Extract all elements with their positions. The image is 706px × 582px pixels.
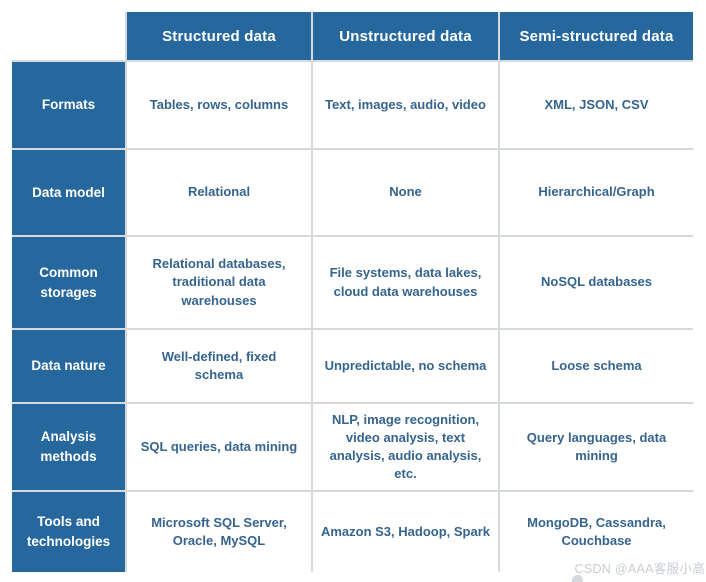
table-cell: Hierarchical/Graph — [500, 150, 693, 235]
table-cell: SQL queries, data mining — [127, 404, 311, 490]
table-cell: MongoDB, Cassandra, Couchbase — [500, 492, 693, 572]
table-cell: Well-defined, fixed schema — [127, 330, 311, 402]
watermark-logo-dot — [572, 575, 583, 582]
table-cell: Amazon S3, Hadoop, Spark — [313, 492, 498, 572]
row-header-data-model: Data model — [12, 150, 125, 235]
column-header-semi-structured-data: Semi-structured data — [500, 12, 693, 60]
table-cell: NLP, image recognition, video analysis, … — [313, 404, 498, 490]
table-cell: Relational databases, traditional data w… — [127, 237, 311, 328]
table-cell: Query languages, data mining — [500, 404, 693, 490]
column-header-unstructured-data: Unstructured data — [313, 12, 498, 60]
table-cell: Unpredictable, no schema — [313, 330, 498, 402]
table-cell: Microsoft SQL Server, Oracle, MySQL — [127, 492, 311, 572]
row-header-data-nature: Data nature — [12, 330, 125, 402]
row-header-tools-and-technologies: Tools and technologies — [12, 492, 125, 572]
column-header-structured-data: Structured data — [127, 12, 311, 60]
table-cell: XML, JSON, CSV — [500, 62, 693, 148]
corner-cell — [12, 12, 125, 60]
table-cell: NoSQL databases — [500, 237, 693, 328]
row-header-common-storages: Common storages — [12, 237, 125, 328]
csdn-watermark: CSDN @AAA客服小高 — [574, 562, 705, 576]
row-header-analysis-methods: Analysis methods — [12, 404, 125, 490]
comparison-table: Structured data Unstructured data Semi-s… — [12, 12, 693, 572]
table-cell: None — [313, 150, 498, 235]
table-cell: File systems, data lakes, cloud data war… — [313, 237, 498, 328]
table-cell: Text, images, audio, video — [313, 62, 498, 148]
table-cell: Loose schema — [500, 330, 693, 402]
table-cell: Tables, rows, columns — [127, 62, 311, 148]
table-cell: Relational — [127, 150, 311, 235]
row-header-formats: Formats — [12, 62, 125, 148]
